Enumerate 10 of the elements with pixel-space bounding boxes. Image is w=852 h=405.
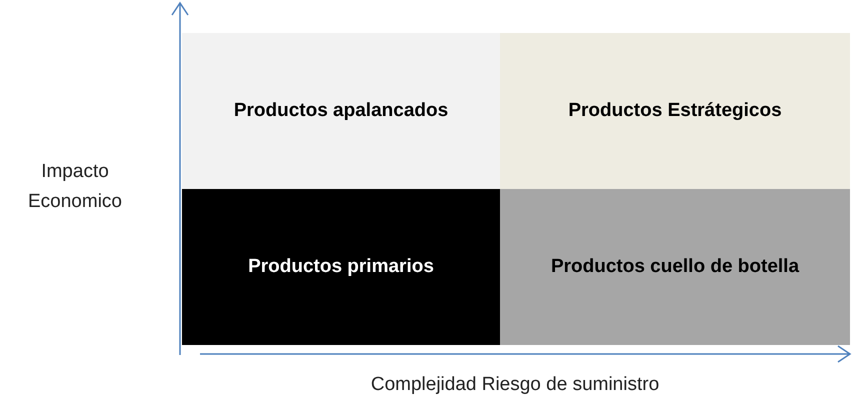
quadrant-box xyxy=(500,33,850,189)
quadrant-label: Productos apalancados xyxy=(234,100,448,122)
axis-title: Complejidad Riesgo de suministro xyxy=(370,373,660,397)
axis-title: Impacto Economico xyxy=(27,160,123,214)
quadrant-box xyxy=(182,189,500,345)
quadrant-label: Productos Estrátegicos xyxy=(568,100,782,122)
quadrant-label: Productos primarios xyxy=(248,256,434,278)
quadrant-box xyxy=(182,33,500,189)
quadrant-box xyxy=(500,189,850,345)
quadrant-label: Productos cuello de botella xyxy=(550,256,800,278)
